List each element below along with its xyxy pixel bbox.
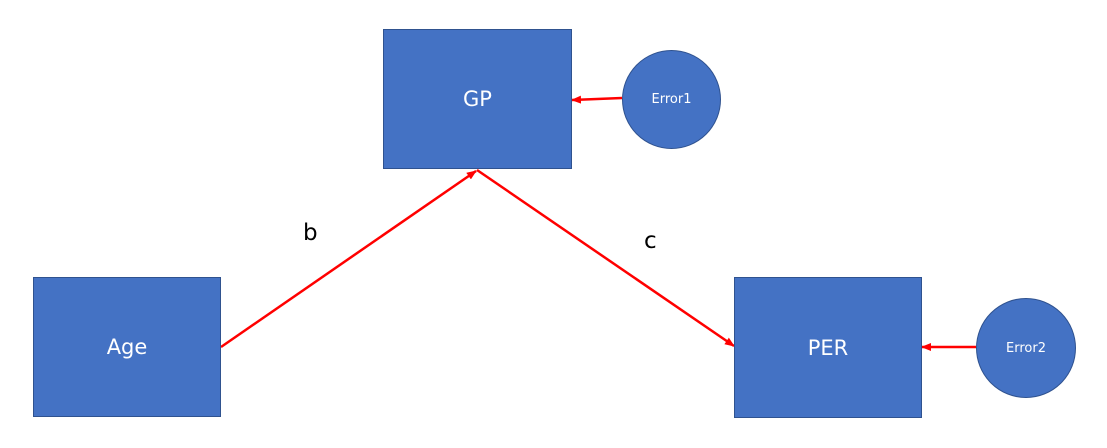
arrow-age-to-gp [220,169,477,349]
node-gp-label: GP [463,87,492,111]
arrow-gp-to-per [476,168,735,348]
node-age-label: Age [106,335,148,359]
arrow-error1-to-gp [571,95,623,104]
path-label-c: c [644,228,657,254]
node-error2: Error2 [976,298,1076,398]
node-age: Age [33,277,221,417]
node-per-label: PER [807,335,849,360]
node-error1: Error1 [622,50,721,149]
path-label-b: b [303,220,318,246]
node-per: PER [734,277,922,418]
node-gp: GP [383,29,572,169]
node-error2-label: Error2 [1006,340,1046,356]
node-error1-label: Error1 [651,92,692,107]
